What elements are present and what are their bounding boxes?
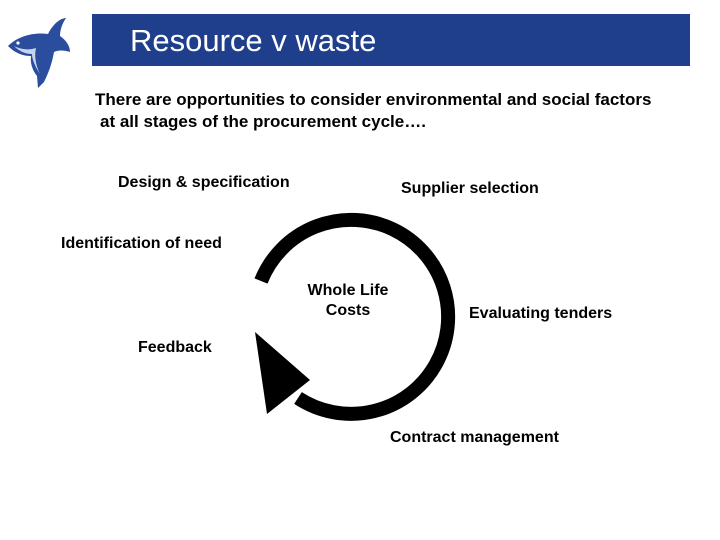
stage-evaluating-tenders: Evaluating tenders [469,305,613,322]
center-line-2: Costs [325,302,371,319]
stage-identification-of-need: Identification of need [61,235,222,252]
center-line-1: Whole Life [307,282,389,299]
cycle-arrowhead-icon [255,332,310,414]
intro-text: There are opportunities to consider envi… [95,89,705,133]
stage-feedback: Feedback [138,339,212,356]
page-title: Resource v waste [130,23,377,58]
title-bar: Resource v waste [92,14,690,66]
intro-line-2: at all stages of the procurement cycle…. [100,112,426,131]
stage-design-specification: Design & specification [118,174,290,191]
dolphin-logo-icon [4,12,74,90]
procurement-cycle-arrow [235,200,465,430]
whole-life-costs-label: Whole Life Costs [290,281,406,321]
intro-line-1: There are opportunities to consider envi… [95,90,652,109]
stage-contract-management: Contract management [390,429,559,446]
cycle-arc [254,212,456,421]
stage-supplier-selection: Supplier selection [401,180,539,197]
